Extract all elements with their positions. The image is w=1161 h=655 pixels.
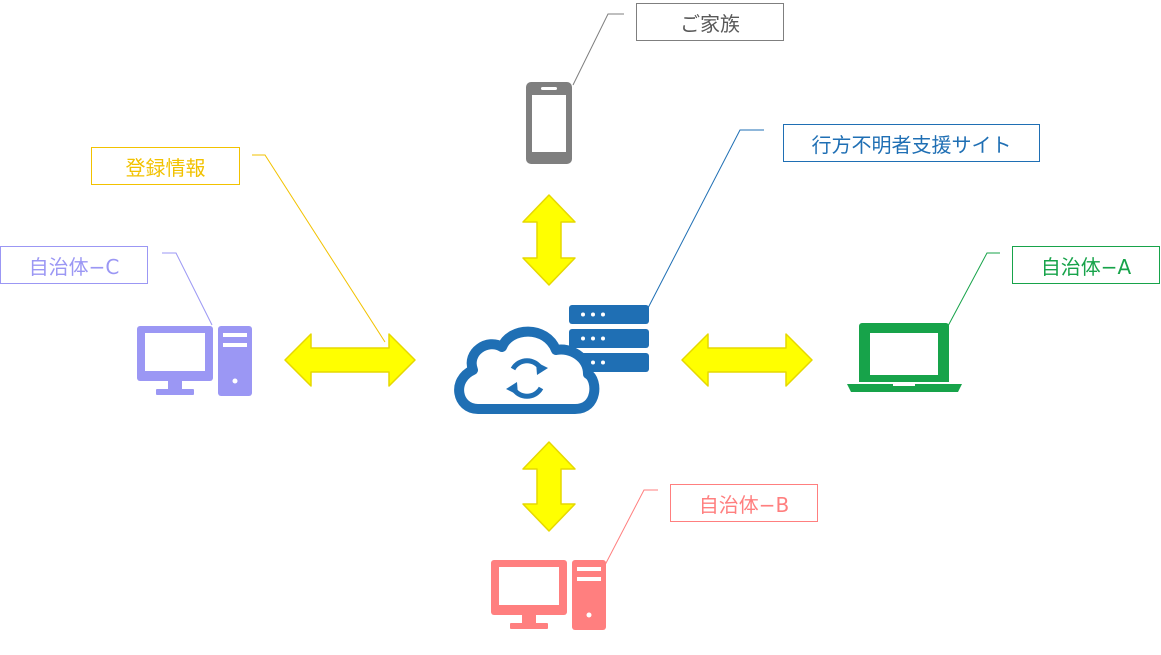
sync-icon <box>506 358 548 399</box>
connector-municipality-c <box>162 252 213 326</box>
connector-site <box>647 129 764 309</box>
server-stack-icon <box>569 305 649 372</box>
label-family: ご家族 <box>636 3 784 41</box>
label-connectors <box>162 13 1000 566</box>
label-registration-info: 登録情報 <box>91 147 240 185</box>
arrow-site-municipality-a <box>681 333 813 387</box>
label-family-text: ご家族 <box>680 11 740 36</box>
arrow-municipality-c-site <box>284 333 416 387</box>
cloud-server-icon <box>454 305 649 414</box>
label-municipality-a: 自治体−A <box>1012 246 1160 284</box>
desktop-computer-icon <box>137 326 252 396</box>
label-municipality-b-text: 自治体−B <box>698 492 790 517</box>
laptop-icon <box>847 323 962 392</box>
connector-register <box>252 154 386 343</box>
label-support-site-text: 行方不明者支援サイト <box>811 132 1012 157</box>
label-municipality-c: 自治体−C <box>0 246 148 284</box>
label-support-site: 行方不明者支援サイト <box>783 124 1040 162</box>
arrow-family-site <box>522 194 576 286</box>
label-municipality-c-text: 自治体−C <box>28 254 120 279</box>
label-municipality-b: 自治体−B <box>670 484 818 522</box>
arrow-site-municipality-b <box>522 441 576 532</box>
label-registration-info-text: 登録情報 <box>125 155 206 180</box>
label-municipality-a-text: 自治体−A <box>1040 254 1132 279</box>
connector-family <box>572 13 624 86</box>
connector-municipality-b <box>604 489 658 566</box>
desktop-computer-icon <box>491 560 606 630</box>
connector-municipality-a <box>947 252 1000 327</box>
data-flow-arrows <box>284 194 813 532</box>
cloud-icon <box>454 326 600 414</box>
smartphone-icon <box>526 82 572 164</box>
